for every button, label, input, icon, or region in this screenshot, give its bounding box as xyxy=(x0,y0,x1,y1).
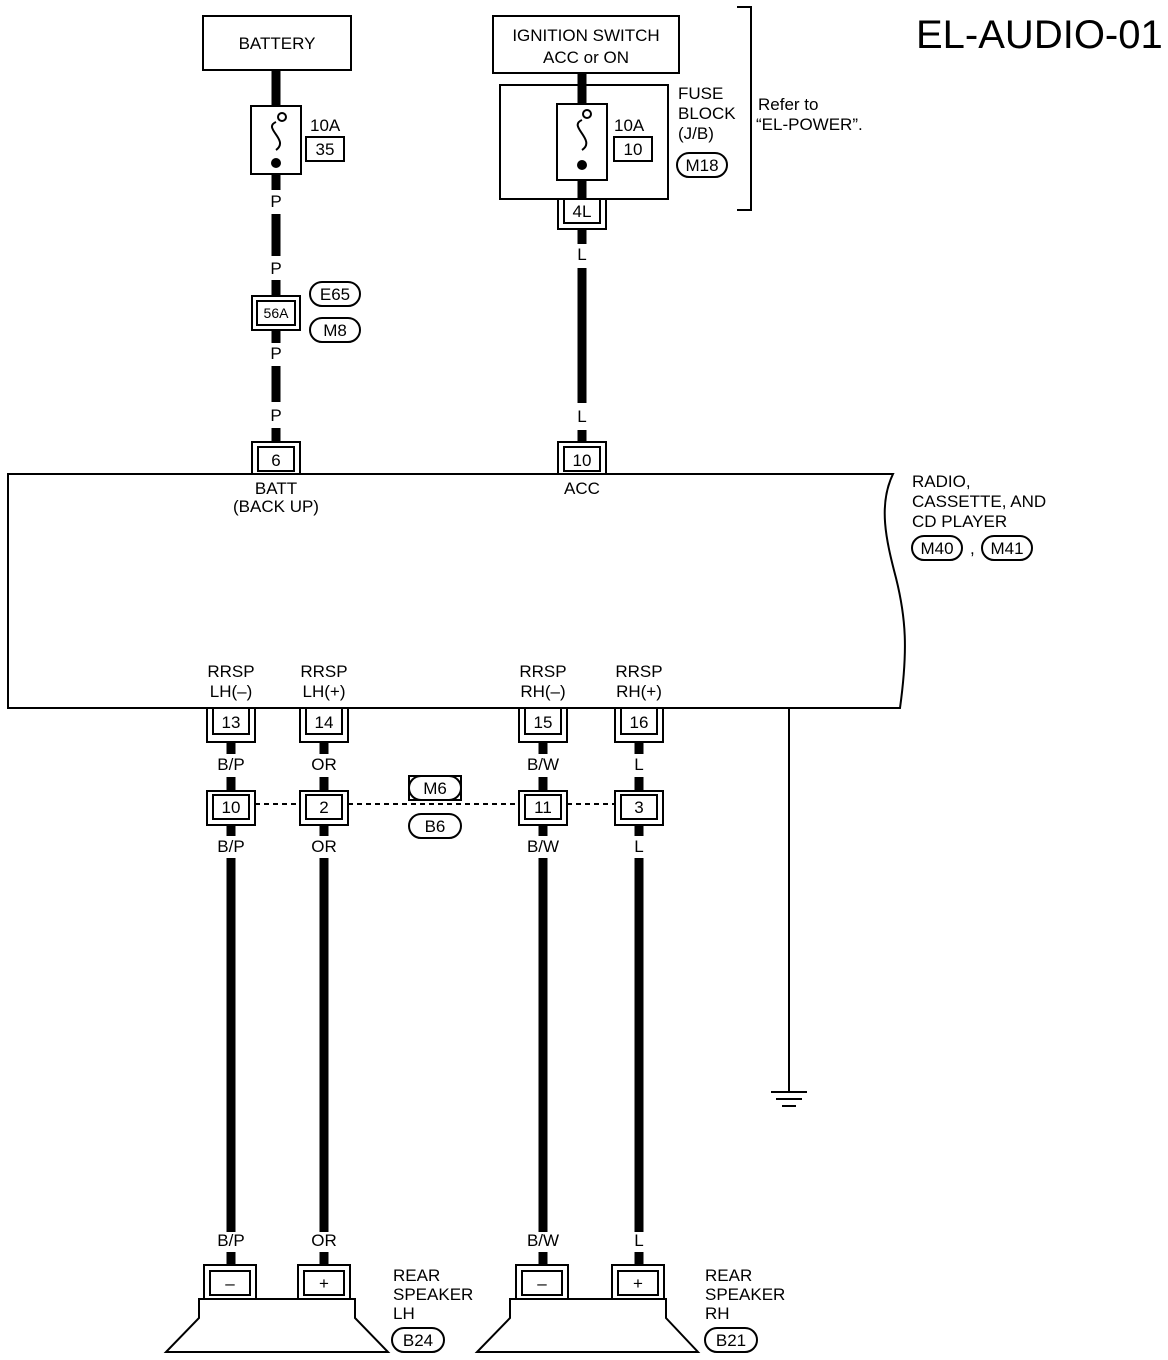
acc-wire-color-1: L xyxy=(577,245,586,264)
output-name-rh-neg: RRSP xyxy=(519,662,566,681)
diagram-title: EL-AUDIO-01 xyxy=(916,13,1163,57)
output-pin-15: 15 xyxy=(534,713,553,732)
wire-color-or-3: OR xyxy=(311,1231,337,1250)
battery-label: BATTERY xyxy=(239,34,316,53)
battery-box xyxy=(202,15,352,71)
speaker-rh-pos-sign: + xyxy=(633,1274,643,1293)
wire-color-or-1: OR xyxy=(311,755,337,774)
fuse-block-line1: FUSE xyxy=(678,84,723,103)
output-name-lh-pos: RRSP xyxy=(300,662,347,681)
battery-fuse-amp: 10A xyxy=(310,116,341,135)
output-side-lh-pos: LH(+) xyxy=(303,682,346,701)
radio-name-line2: CASSETTE, AND xyxy=(912,492,1046,511)
connector-e65: E65 xyxy=(320,285,350,304)
ignition-switch-box xyxy=(492,15,680,74)
wire-color-l-1: L xyxy=(634,755,643,774)
ignition-fuse-number: 10 xyxy=(624,140,643,159)
wire-color-l-3: L xyxy=(634,1231,643,1250)
wire-color-l-2: L xyxy=(634,837,643,856)
speaker-lh-label3: LH xyxy=(393,1304,415,1323)
wire-color-bp-1: B/P xyxy=(217,755,244,774)
wire-color-bw-1: B/W xyxy=(527,755,559,774)
output-pin-13: 13 xyxy=(222,713,241,732)
speaker-rh-label3: RH xyxy=(705,1304,730,1323)
acc-wire-color-2: L xyxy=(577,407,586,426)
radio-acc-label: ACC xyxy=(564,479,600,498)
speaker-rh-label2: SPEAKER xyxy=(705,1285,785,1304)
rear-speaker-rh xyxy=(474,1298,701,1353)
radio-batt-label2: (BACK UP) xyxy=(233,497,319,516)
batt-wire-color-4: P xyxy=(270,406,281,425)
connector-m6: M6 xyxy=(423,779,447,798)
ignition-connector-4l: 4L xyxy=(573,202,592,221)
batt-wire-color-3: P xyxy=(270,344,281,363)
connector-b24: B24 xyxy=(403,1331,433,1350)
radio-unit-body xyxy=(7,473,906,709)
radio-batt-label: BATT xyxy=(255,479,297,498)
connector-m18: M18 xyxy=(685,156,718,175)
wire-color-bw-3: B/W xyxy=(527,1231,559,1250)
batt-junction-label: 56A xyxy=(264,305,290,321)
speaker-lh-label1: REAR xyxy=(393,1266,440,1285)
radio-connector-separator: , xyxy=(970,539,975,558)
joint-pin-3: 3 xyxy=(634,798,643,817)
output-name-lh-neg: RRSP xyxy=(207,662,254,681)
speaker-rh-neg-sign: – xyxy=(537,1274,547,1293)
connector-b21: B21 xyxy=(716,1331,746,1350)
fuse-block-line2: BLOCK xyxy=(678,104,736,123)
batt-wire-color-1: P xyxy=(270,192,281,211)
refer-line1: Refer to xyxy=(758,95,818,114)
joint-pin-10: 10 xyxy=(222,798,241,817)
wire-color-bp-3: B/P xyxy=(217,1231,244,1250)
joint-pin-2: 2 xyxy=(319,798,328,817)
output-name-rh-pos: RRSP xyxy=(615,662,662,681)
refer-line2: “EL-POWER”. xyxy=(756,115,863,134)
fuse-block-line3: (J/B) xyxy=(678,124,714,143)
speaker-lh-pos-sign: + xyxy=(319,1274,329,1293)
output-side-rh-neg: RH(–) xyxy=(520,682,565,701)
radio-name-line1: RADIO, xyxy=(912,472,971,491)
connector-m8: M8 xyxy=(323,321,347,340)
speaker-lh-label2: SPEAKER xyxy=(393,1285,473,1304)
radio-name-line3: CD PLAYER xyxy=(912,512,1007,531)
output-pin-14: 14 xyxy=(315,713,334,732)
batt-wire-color-2: P xyxy=(270,259,281,278)
rear-speaker-lh xyxy=(163,1298,391,1353)
wire-color-bw-2: B/W xyxy=(527,837,559,856)
connector-m40: M40 xyxy=(920,539,953,558)
speaker-rh-label1: REAR xyxy=(705,1266,752,1285)
joint-pin-11: 11 xyxy=(534,798,552,817)
radio-pin-batt: 6 xyxy=(271,451,280,470)
ignition-line1: IGNITION SWITCH xyxy=(512,26,659,45)
output-pin-16: 16 xyxy=(630,713,649,732)
output-side-rh-pos: RH(+) xyxy=(616,682,662,701)
battery-fuse-number: 35 xyxy=(316,140,335,159)
output-side-lh-neg: LH(–) xyxy=(210,682,253,701)
speaker-lh-neg-sign: – xyxy=(225,1274,235,1293)
wire-color-bp-2: B/P xyxy=(217,837,244,856)
ignition-line2: ACC or ON xyxy=(543,48,629,67)
radio-pin-acc: 10 xyxy=(573,451,592,470)
ignition-fuse-amp: 10A xyxy=(614,116,645,135)
connector-m41: M41 xyxy=(990,539,1023,558)
connector-b6: B6 xyxy=(425,817,446,836)
wire-color-or-2: OR xyxy=(311,837,337,856)
